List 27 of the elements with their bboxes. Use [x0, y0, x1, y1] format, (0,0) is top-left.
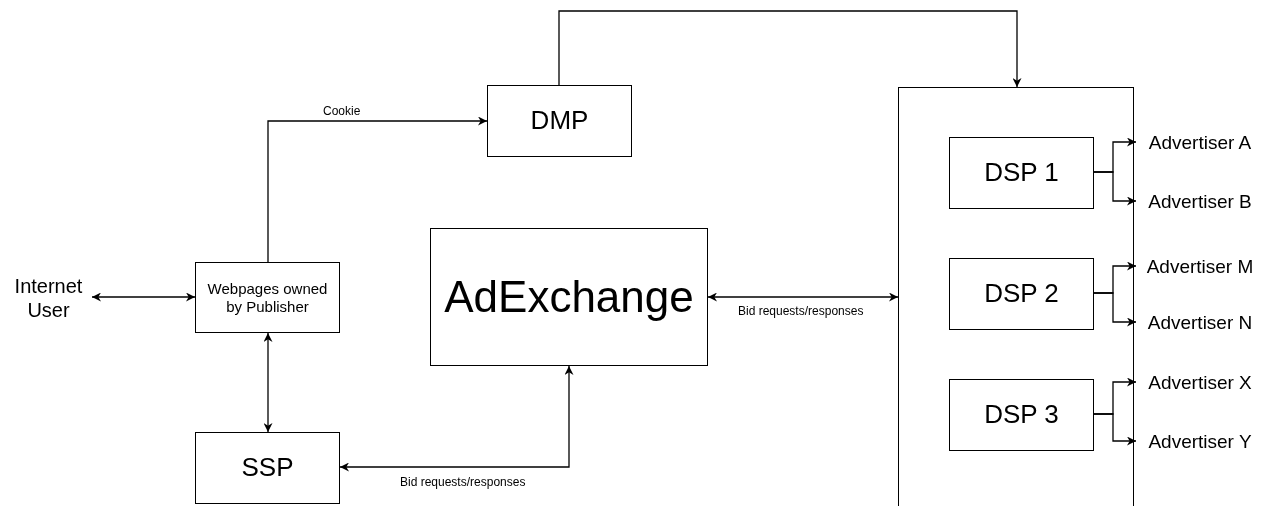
- arrow: [707, 292, 899, 302]
- arrow: [1092, 292, 1137, 327]
- node-label: Advertiser N: [1147, 311, 1253, 335]
- process-box: AdExchange: [430, 228, 708, 366]
- edge-label: Bid requests/responses: [736, 304, 866, 318]
- process-box: DSP 2: [949, 258, 1094, 330]
- arrow: [91, 292, 196, 302]
- process-box: SSP: [195, 432, 340, 504]
- arrow: [1092, 413, 1137, 446]
- node-label: Advertiser A: [1148, 131, 1252, 155]
- arrow: [1092, 171, 1137, 206]
- process-box: DMP: [487, 85, 632, 157]
- group-box: [898, 87, 1134, 506]
- process-box: Webpages owned by Publisher: [195, 262, 340, 333]
- node-label: Internet User: [13, 273, 84, 322]
- process-box: DSP 1: [949, 137, 1094, 209]
- node-label: Advertiser B: [1148, 190, 1252, 214]
- arrow: [339, 365, 574, 472]
- arrow: [267, 116, 488, 263]
- process-box: DSP 3: [949, 379, 1094, 451]
- node-label: Advertiser Y: [1148, 430, 1252, 454]
- node-label: Advertiser M: [1146, 255, 1254, 279]
- node-label: Advertiser X: [1148, 371, 1252, 395]
- edge-label: Bid requests/responses: [398, 475, 528, 489]
- arrow: [263, 332, 273, 433]
- edge-label: Cookie: [321, 104, 363, 118]
- arrow: [558, 10, 1022, 88]
